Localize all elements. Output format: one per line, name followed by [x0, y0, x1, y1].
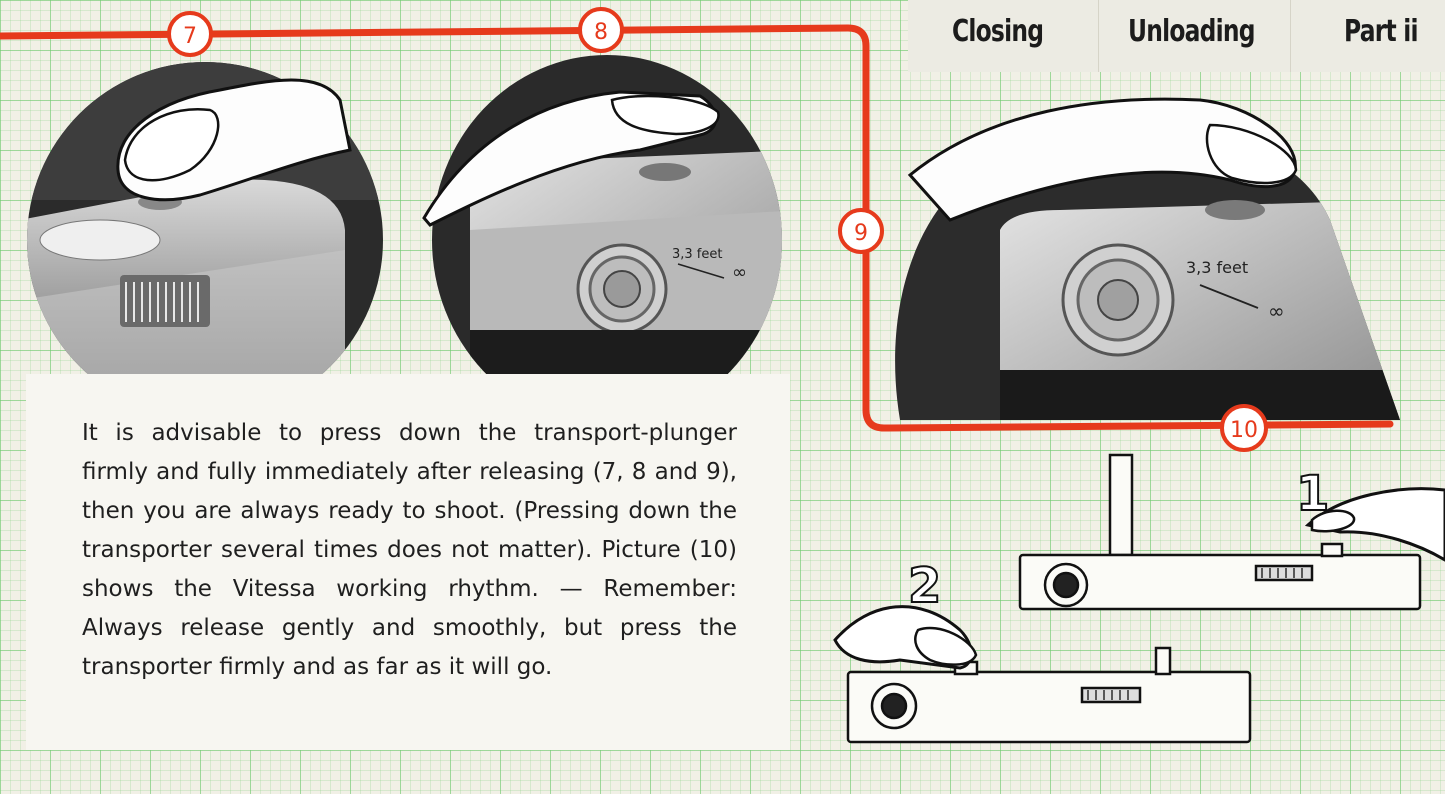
tab-divider: [1290, 0, 1291, 72]
hand-drawing-1: [1304, 487, 1445, 562]
badge-7: 7: [167, 11, 213, 57]
badge-8: 8: [578, 7, 624, 53]
tab-closing[interactable]: Closing: [952, 14, 1044, 49]
infinity-symbol-8: ∞: [732, 262, 747, 283]
step-number-1: 1: [1296, 466, 1329, 522]
badge-9: 9: [838, 208, 884, 254]
section-header: Closing Unloading Part ii: [908, 0, 1445, 72]
infinity-symbol-9: ∞: [1268, 299, 1285, 323]
instruction-paragraph: It is advisable to press down the transp…: [82, 420, 737, 680]
instruction-text-box: It is advisable to press down the transp…: [26, 374, 790, 750]
dial-label-9: 3,3 feet: [1186, 258, 1248, 277]
camera-drawing-1: [1018, 453, 1422, 611]
svg-text:10: 10: [1230, 418, 1258, 443]
dial-label-8: 3,3 feet: [672, 247, 722, 262]
svg-text:7: 7: [183, 24, 197, 49]
svg-text:9: 9: [854, 221, 868, 246]
step-number-2: 2: [908, 558, 941, 614]
camera-drawing-2: [846, 646, 1252, 744]
tab-divider: [1098, 0, 1099, 72]
tab-part-ii[interactable]: Part ii: [1344, 14, 1419, 49]
svg-text:8: 8: [594, 20, 608, 45]
badge-10: 10: [1220, 404, 1268, 452]
tab-unloading[interactable]: Unloading: [1128, 14, 1255, 49]
